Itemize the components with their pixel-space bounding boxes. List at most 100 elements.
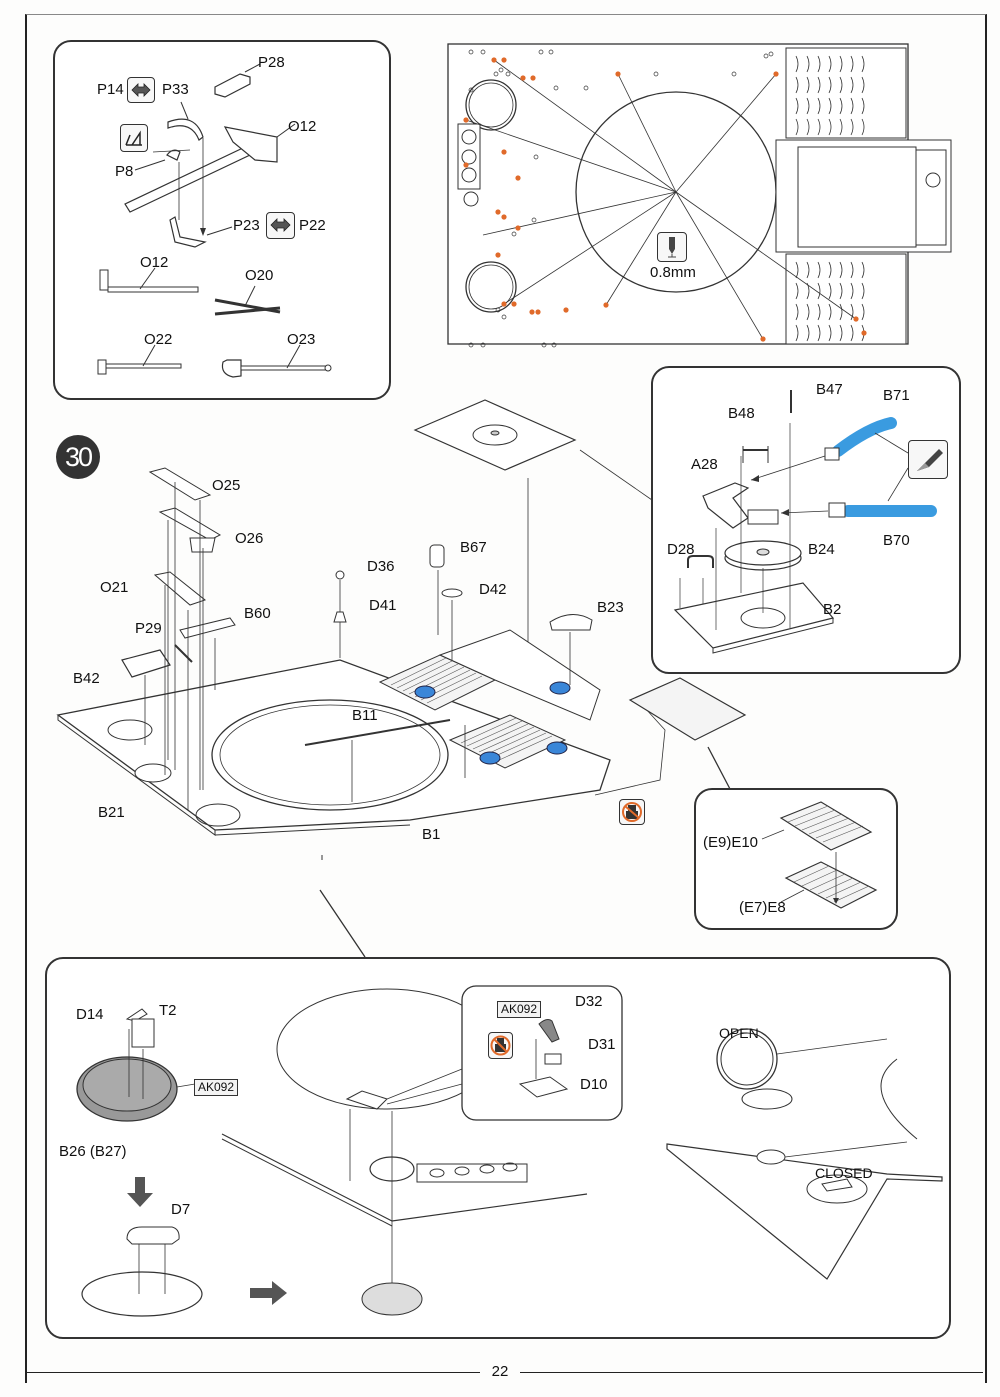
drill-holes: [463, 49, 867, 348]
grille-slat: [850, 303, 854, 321]
label-b21: B21: [98, 804, 125, 821]
b23-cover: [549, 614, 593, 631]
label-o12-top: O12: [288, 118, 317, 135]
label-p22: P22: [299, 217, 326, 234]
d10-part: [518, 1076, 569, 1098]
main-assembly: O25 O26 O21 B60 P29 B42 B21 D36 B67 D41 …: [40, 390, 747, 860]
label-d42: D42: [479, 581, 507, 598]
b71-fitting: [824, 447, 840, 461]
hatch-assembly-panel: D14 T2 AK092 B26 (B27) D7 AK092 D32 D31 …: [45, 957, 951, 1339]
grille-slat: [839, 282, 843, 300]
engine-grille-top: [785, 47, 907, 139]
marker-blue-2: [479, 751, 501, 765]
hatch-lid: [81, 1271, 203, 1317]
swap-arrow-icon: [127, 77, 155, 103]
hatch-detail-drawing: [673, 390, 937, 654]
label-p23: P23: [233, 217, 260, 234]
label-p33: P33: [162, 81, 189, 98]
template-hole: [505, 71, 511, 77]
grille-slat: [822, 825, 864, 843]
template-hole: [551, 342, 557, 348]
template-hole: [763, 53, 769, 59]
engine-grille-bottom: [785, 253, 907, 345]
drill-hole: [463, 162, 469, 168]
label-d31: D31: [588, 1036, 616, 1053]
grille-slat: [839, 303, 843, 321]
swap-arrow-icon: [266, 212, 295, 239]
callout-pointer: [319, 889, 366, 958]
grille-slat: [828, 55, 832, 73]
template-hole: [468, 342, 474, 348]
drill-guide-lines: [465, 59, 857, 340]
drill-hole: [515, 225, 521, 231]
drill-guide-line: [465, 119, 677, 193]
grille-slat: [460, 717, 517, 744]
template-hole: [468, 87, 474, 93]
drill-hole: [563, 307, 569, 313]
hatch-detail-panel: B47 B71 B48 A28 B70 D28 B24 B2: [651, 366, 961, 674]
label-b2: B2: [823, 601, 842, 618]
no-glue-icon: [619, 799, 645, 825]
label-a28: A28: [691, 456, 718, 473]
template-hole: [493, 71, 499, 77]
drill-hole: [615, 71, 621, 77]
label-o21: O21: [100, 579, 129, 596]
label-b48: B48: [728, 405, 755, 422]
grille-detail-drawing: [761, 801, 878, 909]
o22-hammer: [97, 359, 107, 375]
grille-slat: [817, 877, 854, 895]
label-p28: P28: [258, 54, 285, 71]
vision-block-row: [416, 1163, 528, 1183]
arrow-down-icon: [127, 1193, 153, 1207]
grille-slat: [828, 118, 832, 136]
label-o26: O26: [235, 530, 264, 547]
b70-fitting: [828, 502, 846, 518]
hatch-ring-left-bottom: [465, 261, 517, 313]
drill-guide-line: [493, 59, 677, 193]
grille-slat: [484, 729, 541, 756]
drill-hole: [773, 71, 779, 77]
template-hole: [531, 217, 537, 223]
turret-ring: [211, 699, 449, 811]
grille-slat: [828, 76, 832, 94]
grille-slat: [795, 118, 799, 136]
page-frame: [25, 14, 987, 1383]
label-o12: O12: [140, 254, 169, 271]
template-hole: [731, 71, 737, 77]
b11-rod: [304, 719, 451, 746]
drill-guide-line: [617, 73, 677, 193]
grille-slat: [806, 118, 810, 136]
grille-slat: [817, 324, 821, 342]
drill-guide-line: [503, 191, 677, 305]
paint-code-badge: AK092: [497, 1001, 542, 1018]
grille-slat: [833, 885, 870, 903]
o26-tool: [158, 507, 222, 541]
hatch-ring-open: [741, 1088, 793, 1110]
grille-slat: [490, 732, 547, 759]
drill-guide-line: [675, 191, 857, 320]
hatch-underside: [361, 1282, 423, 1316]
d32-part: [538, 1019, 560, 1043]
a28-part: [702, 482, 750, 529]
label-open: OPEN: [719, 1025, 759, 1041]
grille-slat: [496, 735, 553, 762]
footer-rule-left: [27, 1372, 480, 1373]
t2-part: [131, 1018, 155, 1048]
drill-hole: [603, 302, 609, 308]
d31-part: [544, 1053, 562, 1065]
marker-blue-4: [546, 741, 568, 755]
hull-edge: [221, 1133, 588, 1222]
label-closed: CLOSED: [815, 1165, 873, 1181]
label-e8: (E7)E8: [739, 899, 786, 916]
drill-hole: [529, 309, 535, 315]
marker-blue-3: [549, 681, 571, 695]
arrow-down-stem: [135, 1177, 145, 1193]
drill-hole: [501, 149, 507, 155]
grille-slat: [795, 324, 799, 342]
engine-deck: [438, 629, 601, 721]
grille-slat: [817, 118, 821, 136]
grille-slat: [839, 261, 843, 279]
template-hole: [538, 49, 544, 55]
label-b47: B47: [816, 381, 843, 398]
grille-detail-panel: (E9)E10 (E7)E8: [694, 788, 898, 930]
